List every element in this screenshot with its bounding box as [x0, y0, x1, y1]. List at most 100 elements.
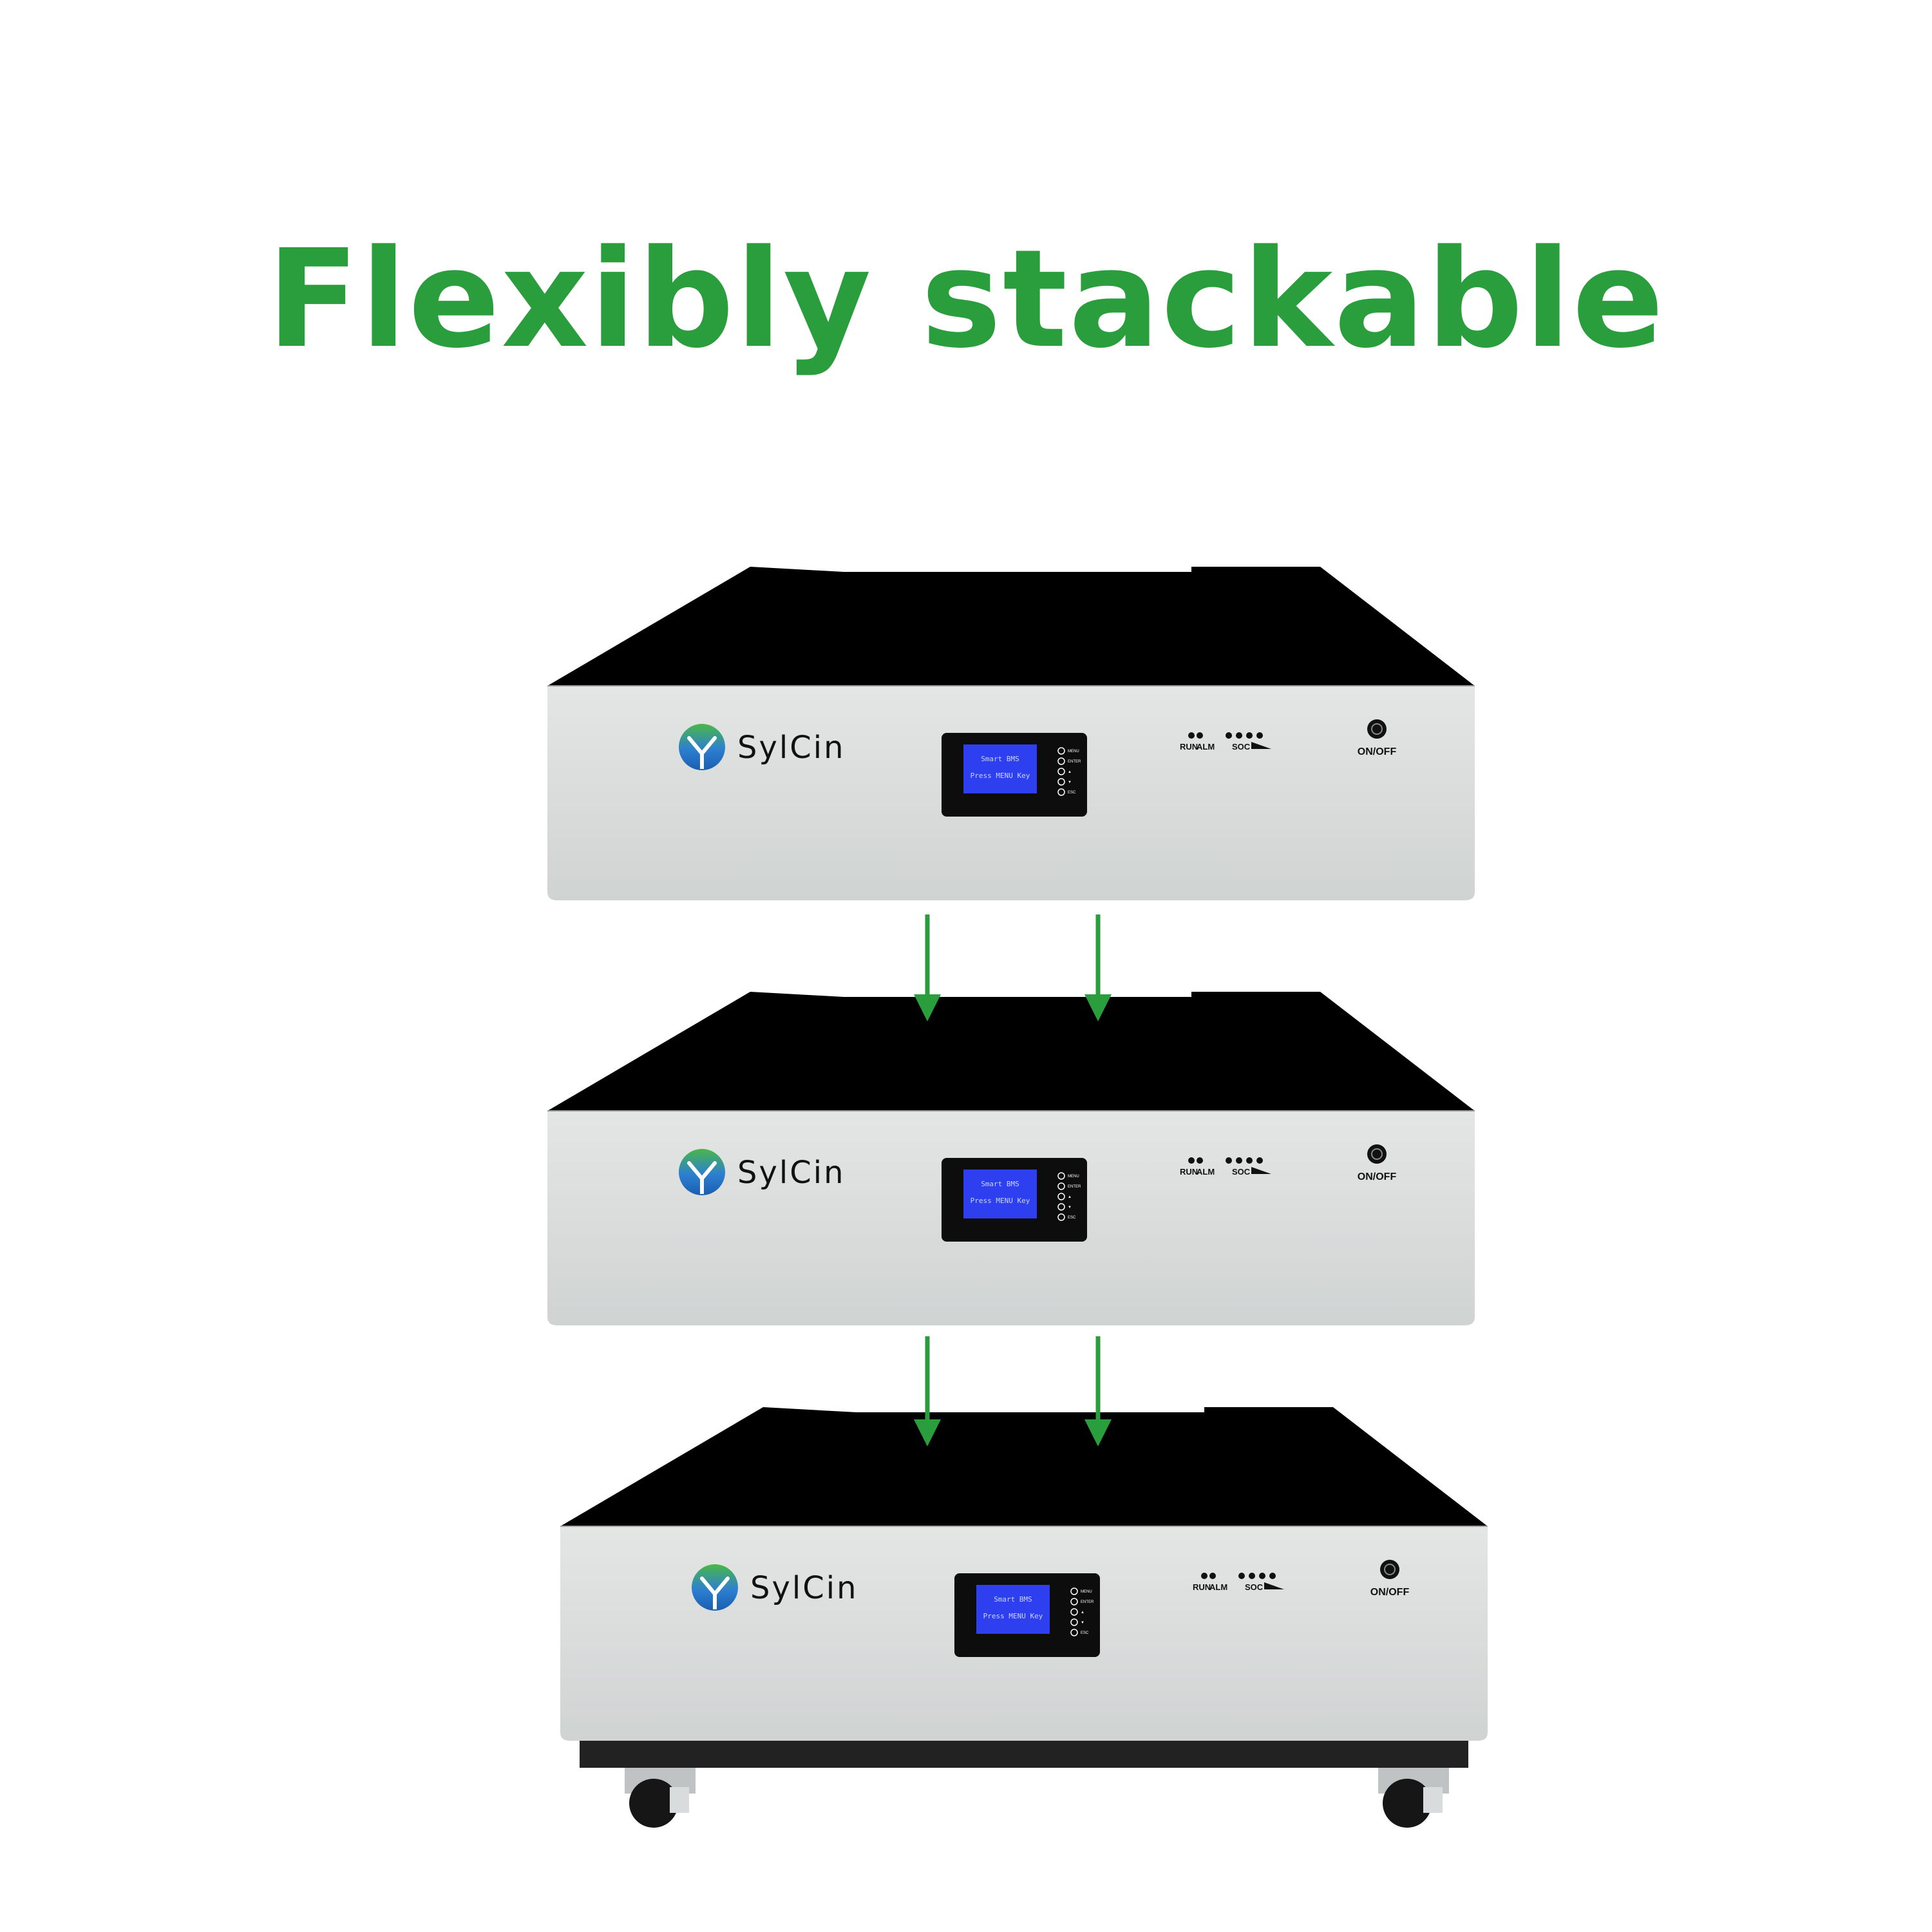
lcd-button-1	[1057, 1182, 1065, 1190]
lcd-screen	[963, 744, 1037, 793]
alm-label: ALM	[1197, 1167, 1215, 1177]
soc-led-2	[1259, 1573, 1265, 1579]
soc-label: SOC	[1245, 1582, 1264, 1592]
soc-led-1	[1236, 1157, 1242, 1164]
stack-arrows-group	[914, 914, 1112, 1446]
lcd-button-0	[1070, 1587, 1078, 1595]
lcd-button-label-3: ▼	[1068, 781, 1072, 784]
wheel-right	[1378, 1768, 1449, 1828]
lcd-button-label-2: ▲	[1068, 1195, 1072, 1199]
lcd-button-label-0: MENU	[1068, 1175, 1079, 1179]
lcd-line-1: Smart BMS	[981, 755, 1019, 763]
wheel-left	[625, 1768, 696, 1828]
caster-plate	[1423, 1787, 1443, 1813]
lcd-line-2: Press MENU Key	[971, 772, 1030, 780]
lcd-screen	[976, 1585, 1050, 1634]
lcd-button-4	[1057, 788, 1065, 796]
module-base	[580, 1741, 1468, 1768]
run-led	[1201, 1573, 1208, 1579]
lcd-button-2	[1057, 768, 1065, 775]
soc-led-0	[1226, 732, 1232, 739]
power-button	[1367, 1144, 1387, 1164]
lcd-line-1: Smart BMS	[994, 1595, 1032, 1604]
caster-wheel	[1383, 1779, 1432, 1828]
lcd-line-2: Press MENU Key	[983, 1612, 1043, 1620]
soc-led-1	[1249, 1573, 1255, 1579]
alm-led	[1197, 732, 1203, 739]
brand-name: SylCin	[737, 730, 845, 766]
soc-label: SOC	[1232, 1167, 1251, 1177]
lcd-button-4	[1057, 1213, 1065, 1221]
module-lid	[560, 1407, 1488, 1526]
lcd-button-label-3: ▼	[1081, 1621, 1084, 1625]
lcd-button-0	[1057, 1172, 1065, 1180]
lcd-button-1	[1057, 757, 1065, 765]
brand-name: SylCin	[737, 1155, 845, 1191]
brand-logo	[679, 1149, 725, 1195]
alm-label: ALM	[1197, 742, 1215, 752]
soc-wedge-icon	[1264, 1582, 1284, 1589]
soc-wedge-icon	[1251, 742, 1271, 749]
brand-logo-icon	[692, 1564, 738, 1611]
lcd-button-1	[1070, 1598, 1078, 1605]
run-label: RUN	[1180, 742, 1198, 752]
lcd-line-1: Smart BMS	[981, 1180, 1019, 1188]
soc-led-1	[1236, 732, 1242, 739]
soc-led-0	[1226, 1157, 1232, 1164]
lcd-button-3	[1070, 1618, 1078, 1626]
power-icon	[1371, 723, 1383, 735]
soc-label: SOC	[1232, 742, 1251, 752]
lcd-button-label-0: MENU	[1081, 1590, 1092, 1594]
power-button	[1367, 719, 1387, 739]
soc-led-2	[1246, 732, 1253, 739]
alm-led	[1209, 1573, 1216, 1579]
lcd-button-label-1: ENTER	[1068, 1185, 1081, 1189]
lcd-button-label-4: ESC	[1068, 1216, 1076, 1220]
run-label: RUN	[1180, 1167, 1198, 1177]
brand-logo-icon	[679, 1149, 725, 1195]
lcd-button-label-0: MENU	[1068, 750, 1079, 753]
lcd-button-label-1: ENTER	[1081, 1600, 1094, 1604]
lcd-button-3	[1057, 1203, 1065, 1211]
lcd-button-3	[1057, 778, 1065, 786]
brand-logo-icon	[679, 724, 725, 770]
soc-led-0	[1238, 1573, 1245, 1579]
module-lid	[547, 567, 1475, 686]
lcd-line-2: Press MENU Key	[971, 1197, 1030, 1205]
lcd-button-label-2: ▲	[1081, 1611, 1084, 1615]
power-icon	[1371, 1148, 1383, 1160]
lcd-button-2	[1070, 1608, 1078, 1616]
run-led	[1188, 1157, 1195, 1164]
caster-wheel	[629, 1779, 678, 1828]
lcd-screen	[963, 1170, 1037, 1218]
brand-logo	[679, 724, 725, 770]
module-lid	[547, 992, 1475, 1111]
power-label: ON/OFF	[1358, 746, 1397, 757]
lcd-button-label-4: ESC	[1068, 791, 1076, 795]
lcd-button-label-2: ▲	[1068, 770, 1072, 774]
power-icon	[1384, 1564, 1396, 1575]
run-label: RUN	[1193, 1582, 1211, 1592]
alm-led	[1197, 1157, 1203, 1164]
alm-label: ALM	[1209, 1582, 1227, 1592]
brand-name: SylCin	[750, 1570, 858, 1606]
caster-plate	[670, 1787, 689, 1813]
soc-led-3	[1269, 1573, 1276, 1579]
power-button	[1380, 1560, 1399, 1579]
lcd-button-2	[1057, 1193, 1065, 1200]
power-label: ON/OFF	[1358, 1171, 1397, 1182]
soc-led-3	[1256, 1157, 1263, 1164]
headline: Flexibly stackable	[267, 220, 1665, 378]
soc-led-3	[1256, 732, 1263, 739]
lcd-button-label-4: ESC	[1081, 1631, 1089, 1635]
brand-logo	[692, 1564, 738, 1611]
run-led	[1188, 732, 1195, 739]
lcd-button-label-3: ▼	[1068, 1206, 1072, 1209]
lcd-button-4	[1070, 1629, 1078, 1636]
lcd-button-label-1: ENTER	[1068, 760, 1081, 764]
soc-led-2	[1246, 1157, 1253, 1164]
